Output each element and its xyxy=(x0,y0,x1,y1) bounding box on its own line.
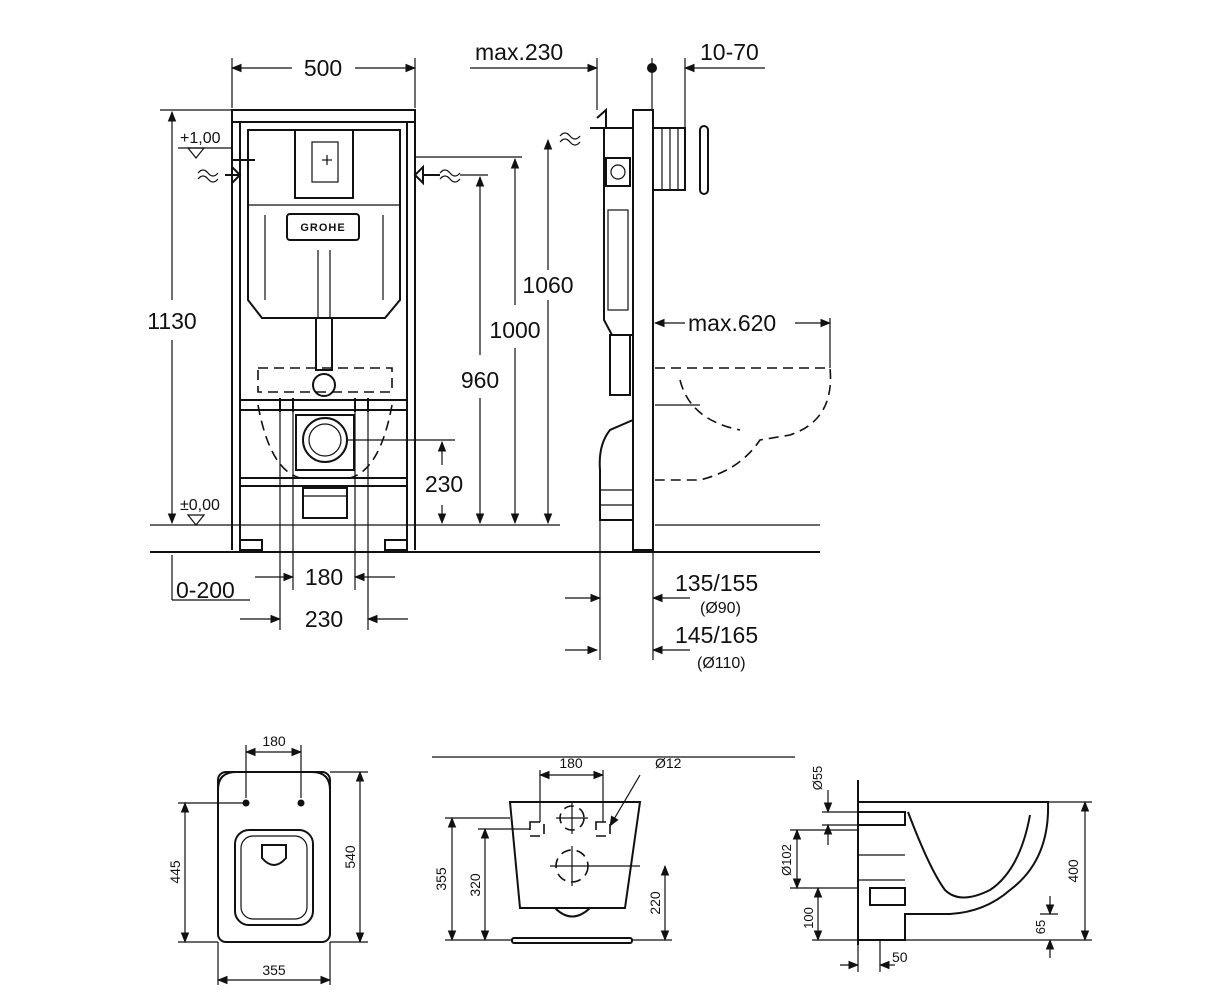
brand-logo xyxy=(286,213,360,241)
dim-height-1060: 1060 xyxy=(522,272,573,298)
dim-height-960: 960 xyxy=(461,367,499,393)
dim-top-540: 540 xyxy=(342,845,358,869)
dim-side-d102: Ø102 xyxy=(779,844,794,876)
drain-outlet xyxy=(302,417,348,463)
bowl-back-view: 180 Ø12 355 320 220 xyxy=(432,755,795,944)
dim-top-180: 180 xyxy=(262,733,286,749)
dim-back-d12: Ø12 xyxy=(655,755,682,771)
water-supply-icon xyxy=(197,159,255,184)
level-floor: ±0,00 xyxy=(180,497,220,514)
wall-frame xyxy=(632,109,654,551)
dim-top-445: 445 xyxy=(167,860,183,884)
frame-foot-right xyxy=(384,539,408,551)
frame-top-bar xyxy=(231,109,416,123)
dim-width-500: 500 xyxy=(304,55,342,81)
dim-side-100: 100 xyxy=(801,907,816,929)
bowl-side-outline xyxy=(858,801,1050,941)
front-view: GROHE xyxy=(147,55,580,632)
dim-d110: (Ø110) xyxy=(697,655,746,672)
frame-cross-bar xyxy=(239,399,408,411)
dim-145-165: 145/165 xyxy=(675,622,758,648)
flush-pipe xyxy=(315,317,333,371)
dim-height-1130: 1130 xyxy=(147,308,196,334)
drain-pipe-icon xyxy=(302,487,348,519)
cistern xyxy=(247,129,401,319)
flush-plate-opening xyxy=(294,129,354,199)
side-view: max.230 10-70 1060 max.620 135/155 (Ø90)… xyxy=(470,39,832,672)
dim-side-65: 65 xyxy=(1033,920,1048,934)
dim-max-620: max.620 xyxy=(688,310,776,336)
brand-logo-text: GROHE xyxy=(300,222,345,234)
dim-135-155: 135/155 xyxy=(675,570,758,596)
dim-back-220: 220 xyxy=(647,891,663,915)
dim-d90: (Ø90) xyxy=(700,600,741,617)
frame-bottom-bar xyxy=(239,477,408,487)
dim-top-355: 355 xyxy=(262,962,286,978)
dim-side-d55: Ø55 xyxy=(810,766,825,791)
bowl-opening xyxy=(234,829,314,926)
dim-width-180: 180 xyxy=(305,564,343,590)
dim-back-180: 180 xyxy=(559,755,583,771)
dim-range-0-200: 0-200 xyxy=(176,577,235,603)
flush-button-icon xyxy=(652,125,709,195)
level-floor-marker xyxy=(186,514,206,526)
dim-side-50: 50 xyxy=(892,949,908,965)
dim-side-400: 400 xyxy=(1065,859,1081,883)
dim-width-230: 230 xyxy=(305,606,343,632)
dim-back-355: 355 xyxy=(433,867,449,891)
dim-range-10-70: 10-70 xyxy=(700,39,759,65)
toilet-outline xyxy=(655,367,832,481)
bowl-top-view: 180 445 540 355 xyxy=(167,733,368,985)
dim-back-320: 320 xyxy=(467,873,483,897)
level-top: +1,00 xyxy=(180,130,221,147)
dim-height-1000: 1000 xyxy=(489,317,540,343)
level-marker-icon xyxy=(178,147,232,159)
dim-max-230: max.230 xyxy=(475,39,563,65)
frame-foot-left xyxy=(239,539,263,551)
dim-height-230: 230 xyxy=(425,471,463,497)
bowl-back-outline xyxy=(508,801,642,909)
bowl-side-view: Ø55 Ø102 100 400 65 50 xyxy=(779,766,1092,972)
drain-bend xyxy=(598,418,634,521)
drain-connector xyxy=(295,414,355,471)
